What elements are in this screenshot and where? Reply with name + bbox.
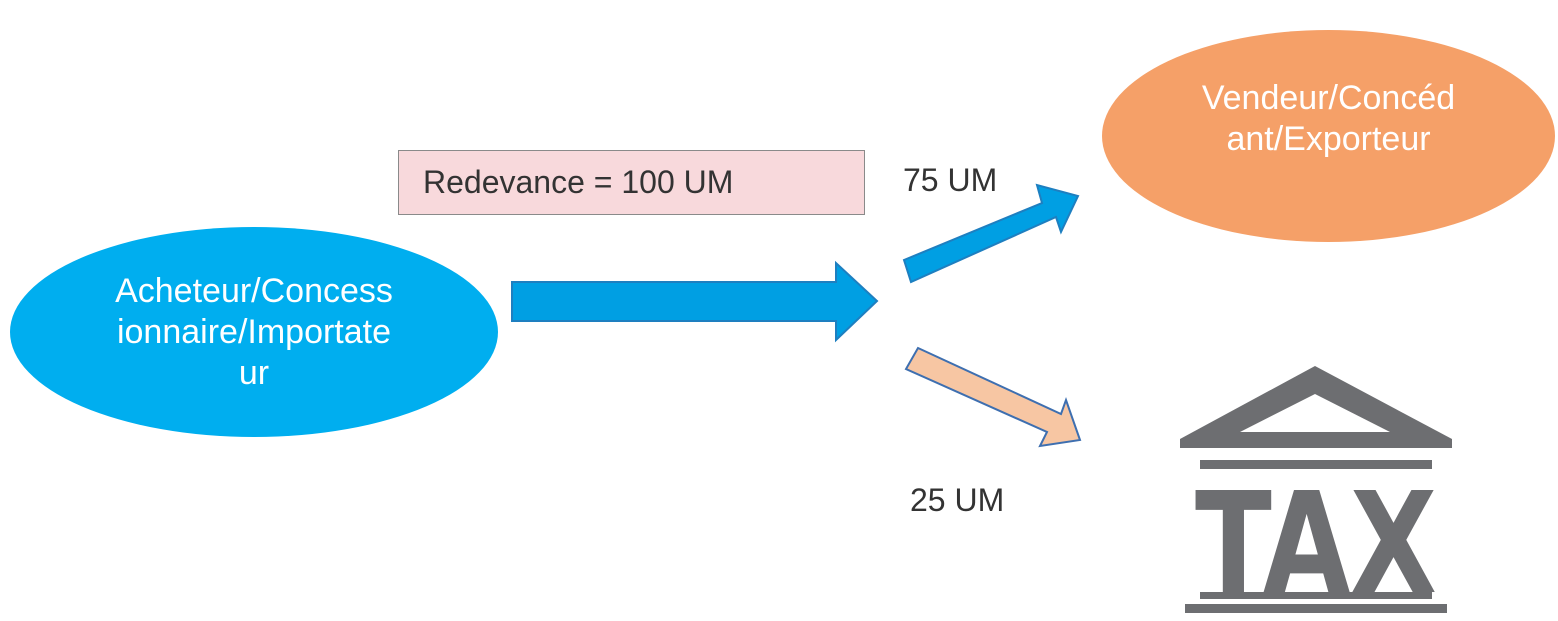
tax-flow-arrow — [904, 346, 1082, 448]
tax-icon-text: TAX — [1195, 463, 1437, 614]
royalty-box: Redevance = 100 UM — [398, 150, 865, 215]
amount-to-seller: 75 UM — [903, 162, 998, 198]
tax-building-icon: TAX — [1180, 366, 1452, 614]
royalty-label: Redevance = 100 UM — [423, 164, 734, 200]
seller-flow-arrow — [902, 183, 1080, 284]
main-flow-arrow — [511, 260, 879, 343]
amount-to-tax: 25 UM — [910, 482, 1005, 518]
